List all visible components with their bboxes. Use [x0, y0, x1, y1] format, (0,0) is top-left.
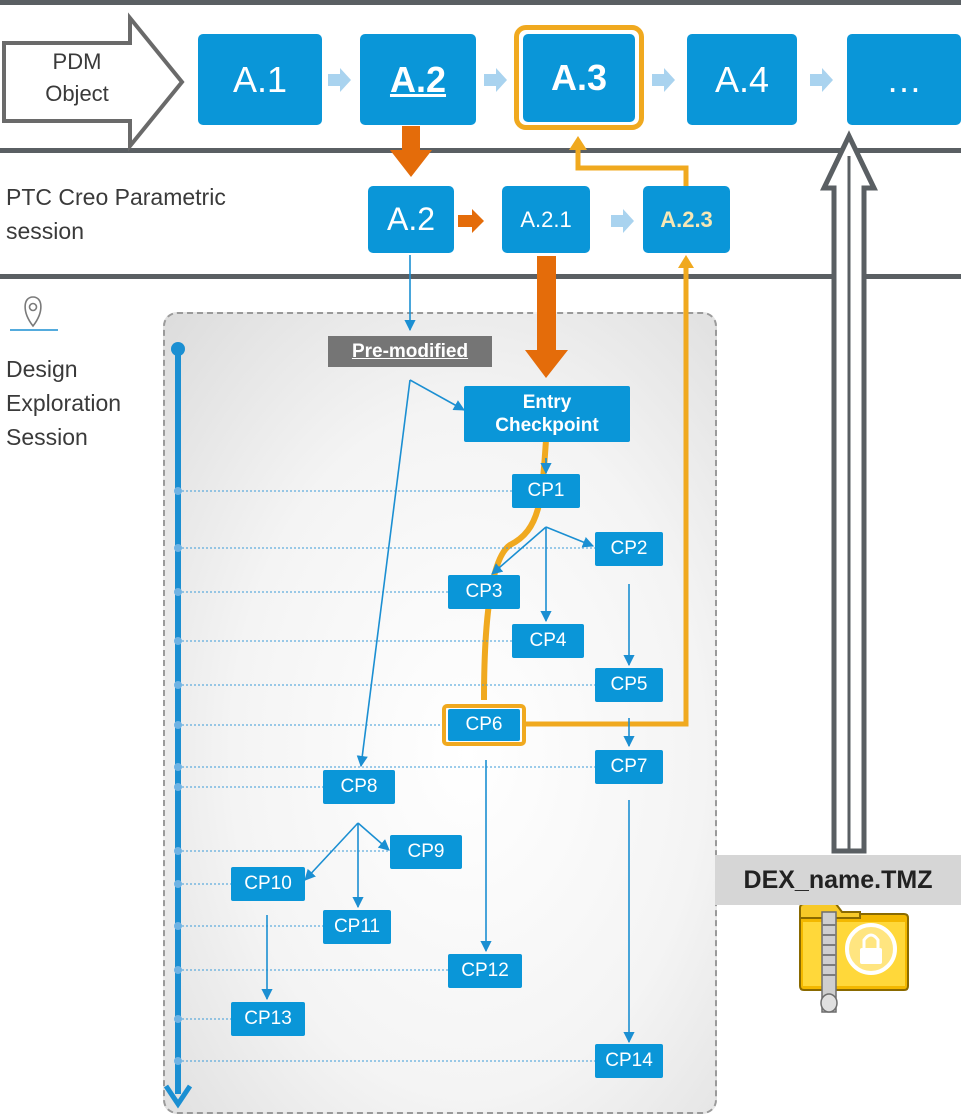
creo-orange-arrow	[458, 209, 484, 233]
checkpoint-cp11: CP11	[323, 910, 391, 944]
pdm-version-a4: A.4	[687, 34, 797, 125]
checkpoint-cp1: CP1	[512, 474, 580, 508]
lane-divider-creo-dex	[0, 274, 961, 279]
timeline-ticks	[178, 490, 595, 1062]
checkout-orange-arrow	[390, 126, 432, 177]
pre-modified-label: Pre-modified	[328, 336, 492, 367]
checkpoint-cp9: CP9	[390, 835, 462, 869]
design-exploration-panel	[163, 312, 717, 1114]
pdm-object-label: PDM Object	[14, 46, 140, 110]
checkpoint-cp14: CP14	[595, 1044, 663, 1078]
entry-orange-arrow	[525, 256, 568, 378]
checkpoint-cp6-highlight	[442, 704, 526, 746]
pdm-object-arrow-shape	[2, 12, 185, 152]
creo-session-label: PTC Creo Parametric session	[6, 180, 226, 248]
pdm-version-a3: A.3	[523, 34, 635, 122]
checkpoint-cp12: CP12	[448, 954, 522, 988]
entry-checkpoint-line2: Checkpoint	[495, 415, 599, 436]
dex-file-name: DEX_name.TMZ	[715, 855, 961, 905]
creo-label-line2: session	[6, 218, 84, 244]
creo-version-a2: A.2	[368, 186, 454, 253]
timeline-dots	[174, 487, 182, 1065]
pdm-label-line1: PDM	[52, 49, 102, 74]
location-pin-icon	[10, 296, 58, 331]
pdm-version-more: …	[847, 34, 961, 125]
checkpoint-cp3: CP3	[448, 575, 520, 609]
checkpoint-cp5: CP5	[595, 668, 663, 702]
pdm-label-line2: Object	[45, 81, 109, 106]
creo-version-a23: A.2.3	[643, 186, 730, 253]
lane-divider-top	[0, 0, 961, 5]
creo-version-a21: A.2.1	[502, 186, 590, 253]
checkpoint-cp4: CP4	[512, 624, 584, 658]
creo-label-line1: PTC Creo Parametric	[6, 184, 226, 210]
pdm-version-a1: A.1	[198, 34, 322, 125]
checkpoint-cp8: CP8	[323, 770, 395, 804]
dex-session-label: Design Exploration Session	[6, 352, 121, 454]
checkpoint-cp13: CP13	[231, 1002, 305, 1036]
pdm-sequence-arrows	[328, 68, 833, 233]
dex-label-line2: Exploration	[6, 390, 122, 416]
entry-checkpoint: Entry Checkpoint	[464, 386, 630, 442]
pdm-version-a3-highlight	[514, 25, 644, 130]
checkpoint-cp7: CP7	[595, 750, 663, 784]
checkpoint-cp6: CP6	[448, 709, 520, 741]
dex-label-line1: Design	[6, 356, 78, 382]
locked-zip-folder-icon	[799, 903, 909, 1013]
dex-label-line3: Session	[6, 424, 88, 450]
pdm-version-a2: A.2	[360, 34, 476, 125]
checkpoint-cp2: CP2	[595, 532, 663, 566]
entry-checkpoint-line1: Entry	[522, 392, 572, 413]
checkpoint-cp10: CP10	[231, 867, 305, 901]
lane-divider-pdm-creo	[0, 148, 961, 153]
